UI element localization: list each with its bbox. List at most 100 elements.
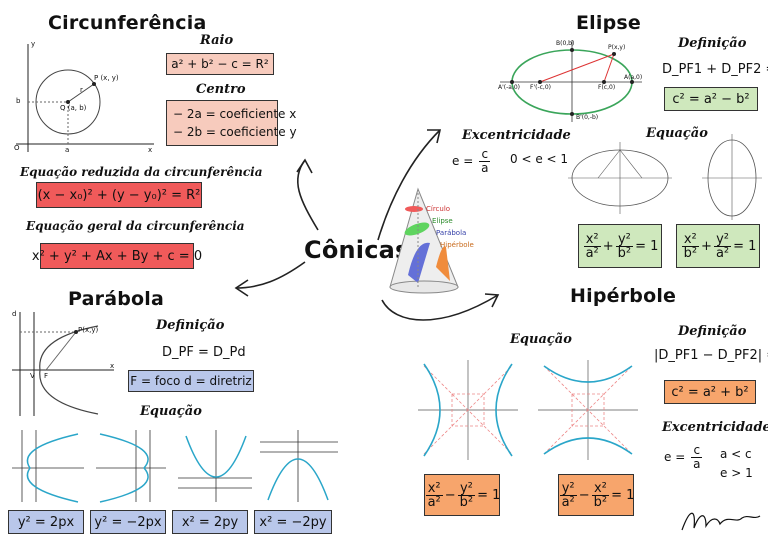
ellipse-def-formula: D_PF1 + D_PF2 = 2a	[662, 62, 768, 77]
ellipse-exc-label: Excentricidade	[462, 128, 571, 143]
parabola-def-label: Definição	[156, 318, 225, 333]
ellipse-label-a2: A(a,0)	[624, 74, 643, 81]
hyperbola-eq2-n2: x²	[591, 480, 609, 496]
center-title: Cônicas	[304, 236, 410, 264]
ellipse-title: Elipse	[576, 12, 642, 34]
cone-figure: Círculo Elipse Parábola Hipérbole	[380, 185, 492, 297]
circle-centro-label: Centro	[196, 82, 246, 97]
hyperbola-eq1-d1: a²	[427, 494, 441, 510]
circle-label-b: b	[16, 97, 21, 105]
hyperbola-eq2-d1: a²	[561, 494, 575, 510]
parabola-label-v: V	[30, 372, 35, 380]
ellipse-eq2-n2: y²	[714, 231, 731, 247]
parabola-graph: d P(x,y) V F x	[6, 308, 118, 420]
circle-title: Circunferência	[48, 12, 207, 34]
ellipse-exc-left: e =	[452, 154, 474, 168]
ellipse-eq1-rhs: = 1	[635, 238, 659, 254]
parabola-eq-4: x² = −2py	[254, 510, 332, 534]
hyperbola-eq-label: Equação	[510, 332, 572, 347]
ellipse-eq2-d1: b²	[683, 245, 698, 261]
parabola-eq-2: y² = −2px	[90, 510, 166, 534]
parabola-label-d: d	[12, 310, 17, 318]
ellipse-label-b2: B'(0,-b)	[576, 114, 599, 121]
parabola-label-x: x	[110, 362, 115, 370]
parabola-title: Parábola	[68, 288, 165, 310]
parabola-eq-graphs	[6, 428, 342, 504]
parabola-label-f: F	[44, 372, 49, 380]
circle-graph: y x P (x, y) Q (a, b) r b a O	[6, 40, 158, 158]
parabola-section	[408, 242, 430, 283]
cone-label-circle: Círculo	[426, 205, 451, 213]
circle-label-x: x	[148, 146, 153, 154]
circle-label-p: P (x, y)	[94, 74, 119, 82]
hyperbola-exc-den: a	[693, 457, 701, 471]
arrow-to-ellipse	[377, 129, 441, 241]
arrow-to-circle	[296, 159, 319, 231]
ellipse-eq1-d1: a²	[585, 245, 599, 261]
circle-raio-formula: a² + b² − c = R²	[166, 53, 274, 75]
ellipse-exc-range: 0 < e < 1	[510, 152, 569, 166]
hyperbola-exc-rel1: a < c	[720, 447, 752, 461]
hyperbola-eq2-rhs: = 1	[611, 487, 635, 503]
ellipse-exc-num: c	[479, 147, 491, 162]
ellipse-relation: c² = a² − b²	[664, 87, 758, 111]
parabola-eq-1: y² = 2px	[8, 510, 84, 534]
cone-label-parabola: Parábola	[436, 229, 467, 237]
hyperbola-graphs	[414, 356, 644, 464]
ellipse-graph: B(0,b) P(x,y) A'(-a,0) F'(-c,0) F(c,0) A…	[496, 38, 646, 124]
cone-label-hyperbola: Hipérbole	[440, 241, 474, 249]
hyperbola-eq1-n1: x²	[425, 480, 443, 496]
circle-centro-item-2: − 2b = coeficiente y	[173, 125, 297, 139]
parabola-def-formula: D_PF = D_Pd	[162, 345, 246, 360]
ellipse-def-label: Definição	[678, 36, 747, 51]
parabola-label-p: P(x,y)	[78, 326, 99, 334]
ellipse-eq1-n2: y²	[615, 231, 633, 247]
signature	[681, 512, 761, 531]
ellipse-label-b: B(0,b)	[556, 40, 575, 47]
hyperbola-eq1-n2: y²	[457, 480, 475, 496]
hyperbola-def-label: Definição	[678, 324, 747, 339]
circle-reduced-formula: (x − x₀)² + (y − y₀)² = R²	[36, 182, 202, 208]
hyperbola-exc-left: e =	[664, 450, 686, 464]
circle-general-formula: x² + y² + Ax + By + c = 0	[32, 243, 202, 269]
circle-general-label: Equação geral da circunferência	[26, 219, 245, 233]
ellipse-eq-graphs	[562, 130, 768, 222]
circle-label-r: r	[80, 86, 83, 94]
ellipse-eq1-d2: b²	[617, 245, 632, 261]
circle-label-o: O	[14, 144, 20, 152]
circle-label-q: Q (a, b)	[60, 104, 87, 112]
parabola-legend: F = foco d = diretriz	[128, 370, 254, 392]
ellipse-label-f1: F'(-c,0)	[530, 84, 551, 91]
hyperbola-eq2-d2: b²	[593, 494, 608, 510]
hyperbola-section	[436, 246, 450, 281]
hyperbola-exc-rel2: e > 1	[720, 466, 753, 480]
circle-section	[405, 206, 423, 212]
ellipse-eq1-n1: x²	[583, 231, 601, 247]
hyperbola-title: Hipérbole	[570, 285, 677, 307]
circle-centro-box: − 2a = coeficiente x − 2b = coeficiente …	[166, 100, 297, 146]
hyperbola-eq1-d2: b²	[459, 494, 474, 510]
hyperbola-exc-label: Excentricidade	[662, 420, 768, 435]
ellipse-eq2-n1: x²	[681, 231, 699, 247]
parabola-eq-3: x² = 2py	[172, 510, 248, 534]
circle-label-y: y	[31, 40, 36, 48]
hyperbola-eq1-rhs: = 1	[477, 487, 501, 503]
ellipse-label-a1: A'(-a,0)	[498, 84, 521, 91]
circle-centro-item-1: − 2a = coeficiente x	[173, 107, 297, 121]
ellipse-eq2-rhs: = 1	[733, 238, 757, 254]
circle-label-a: a	[65, 146, 70, 154]
arrow-to-hyperbola	[381, 294, 499, 321]
ellipse-label-f2: F(c,0)	[598, 84, 616, 91]
ellipse-label-p: P(x,y)	[608, 44, 626, 51]
hyperbola-eq2-n1: y²	[559, 480, 577, 496]
circle-reduced-label: Equação reduzida da circunferência	[20, 165, 263, 179]
ellipse-exc-den: a	[481, 161, 489, 175]
ellipse-eq2-d2: a²	[715, 245, 730, 261]
hyperbola-exc-num: c	[691, 443, 703, 458]
